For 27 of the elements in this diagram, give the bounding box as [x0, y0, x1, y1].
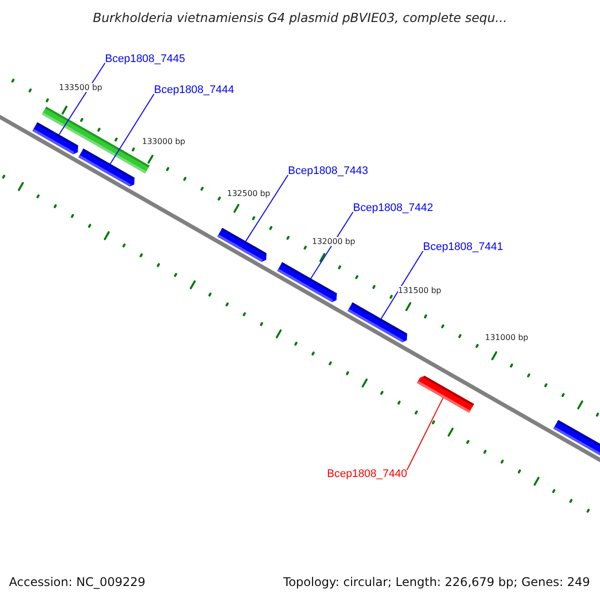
position-label: 132000 bp [312, 237, 356, 246]
gene-label: Bcep1808_7440 [327, 468, 408, 480]
gene-label: Bcep1808_7445 [105, 53, 186, 65]
gene-label: Bcep1808_7442 [353, 202, 434, 214]
info-text: Topology: circular; Length: 226,679 bp; Genes: 249 [283, 575, 590, 589]
leader-line [406, 397, 444, 470]
leader-line [245, 174, 288, 242]
leader-line [58, 62, 106, 136]
leader-line [110, 94, 154, 164]
leader-line [380, 250, 424, 320]
leader-line [310, 212, 354, 280]
position-label: 133000 bp [142, 137, 186, 146]
title: Burkholderia vietnamiensis G4 plasmid pBVIE03, complete sequ... [92, 10, 508, 25]
gene-label: Bcep1808_7444 [154, 84, 234, 96]
position-label: 132500 bp [227, 189, 270, 198]
gene-feature [416, 376, 474, 413]
position-label: 131000 bp [485, 333, 528, 342]
gene-feature [217, 228, 267, 262]
position-label: 131500 bp [398, 286, 442, 295]
gene-label: Bcep1808_7441 [423, 241, 504, 253]
gene-feature [277, 262, 337, 302]
gene-feature [78, 148, 135, 186]
gene-feature [348, 302, 408, 342]
position-label: 133500 bp [59, 83, 102, 92]
gene-feature [32, 122, 78, 154]
gene-label: Bcep1808_7443 [288, 165, 368, 177]
info-text: Accession: NC_009229 [9, 575, 146, 589]
